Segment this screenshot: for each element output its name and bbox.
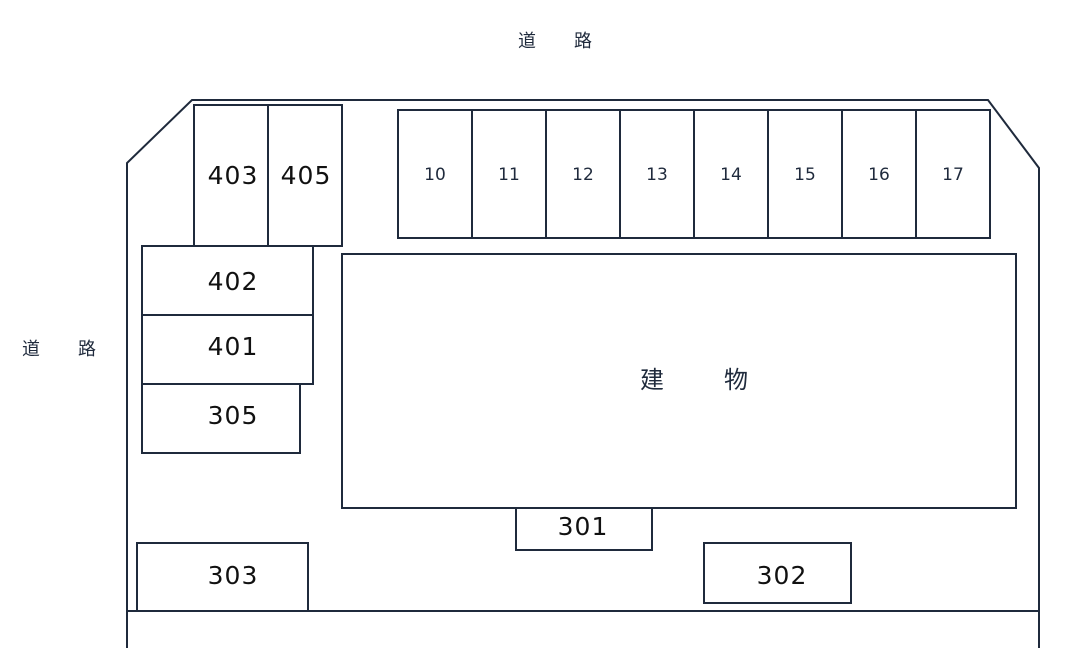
parking-spot-17[interactable]: 17 [915, 109, 991, 239]
parking-spot-305-label: 305 [208, 401, 259, 430]
parking-spot-403-label: 403 [208, 161, 259, 190]
parking-spot-301-box [515, 507, 653, 551]
parking-spot-403-box [193, 104, 269, 247]
parking-spot-402[interactable]: 402 [141, 245, 314, 316]
parking-spot-10[interactable]: 10 [397, 109, 473, 239]
parking-spot-14[interactable]: 14 [693, 109, 769, 239]
parking-spot-302-box [703, 542, 852, 604]
parking-spot-15-box [767, 109, 843, 239]
parking-spot-405[interactable]: 405 [267, 104, 343, 247]
parking-spot-11-label: 11 [498, 165, 520, 185]
parking-spot-401[interactable]: 401 [141, 314, 314, 385]
parking-spot-302[interactable]: 302 [703, 542, 852, 604]
parking-spot-302-label: 302 [757, 561, 808, 590]
parking-spot-12[interactable]: 12 [545, 109, 621, 239]
parking-spot-401-box [141, 314, 314, 385]
parking-spot-15-label: 15 [794, 165, 816, 185]
parking-spot-13-label: 13 [646, 165, 668, 185]
parking-spot-15[interactable]: 15 [767, 109, 843, 239]
road-label-top: 道 路 [518, 31, 602, 52]
parking-spot-17-label: 17 [942, 165, 964, 185]
building [341, 253, 1017, 509]
parking-spot-402-box [141, 245, 314, 316]
parking-spot-12-label: 12 [572, 165, 594, 185]
parking-spot-16-label: 16 [868, 165, 890, 185]
parking-spot-305-box [141, 383, 301, 454]
parking-spot-403[interactable]: 403 [193, 104, 269, 247]
parking-spot-12-box [545, 109, 621, 239]
parking-spot-303[interactable]: 303 [136, 542, 309, 612]
parking-spot-303-label: 303 [208, 561, 259, 590]
parking-spot-17-box [915, 109, 991, 239]
parking-spot-401-label: 401 [208, 332, 259, 361]
parking-spot-14-box [693, 109, 769, 239]
parking-spot-11-box [471, 109, 547, 239]
lot-outline [126, 99, 1040, 648]
parking-spot-10-label: 10 [424, 165, 446, 185]
parking-spot-16[interactable]: 16 [841, 109, 917, 239]
parking-spot-402-label: 402 [208, 267, 259, 296]
parking-spot-303-box [136, 542, 309, 612]
parking-spot-14-label: 14 [720, 165, 742, 185]
parking-spot-405-label: 405 [281, 161, 332, 190]
road-label-left: 道 路 [22, 339, 106, 360]
parking-spot-301-label: 301 [558, 512, 609, 541]
parking-spot-10-box [397, 109, 473, 239]
parking-spot-11[interactable]: 11 [471, 109, 547, 239]
parking-spot-305[interactable]: 305 [141, 383, 301, 454]
parking-spot-13-box [619, 109, 695, 239]
parking-spot-405-box [267, 104, 343, 247]
parking-spot-13[interactable]: 13 [619, 109, 695, 239]
building-label: 建 物 [640, 366, 766, 394]
parking-spot-301[interactable]: 301 [515, 507, 653, 551]
